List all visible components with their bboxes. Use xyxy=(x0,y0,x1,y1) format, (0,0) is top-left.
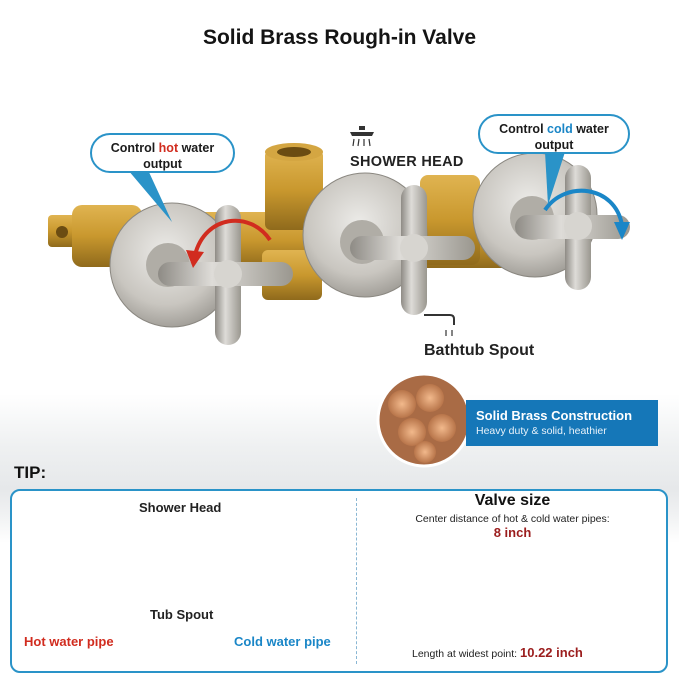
callout-cold-text-post: water xyxy=(572,122,609,136)
tip-divider xyxy=(356,498,358,664)
widest-length-value: 10.22 inch xyxy=(520,645,583,660)
page-title: Solid Brass Rough-in Valve xyxy=(202,26,477,49)
callout-hot-text-post: water xyxy=(178,141,215,155)
callout-cold-text-pre: Control xyxy=(499,122,548,136)
callout-hot-line2: output xyxy=(143,157,182,171)
callout-cold-highlight: cold xyxy=(547,122,573,136)
brass-construction-banner: Solid Brass Construction Heavy duty & so… xyxy=(466,400,658,446)
valve-size-title: Valve size xyxy=(474,492,551,509)
center-distance-value: 8 inch xyxy=(493,525,532,540)
rotate-arrow-hot-icon xyxy=(186,218,272,268)
cold-water-pipe-label: Cold water pipe xyxy=(234,634,331,649)
brass-badge-subtitle: Heavy duty & solid, heathier xyxy=(476,425,607,437)
diagram-tub-spout-label: Tub Spout xyxy=(150,607,214,622)
widest-length: Length at widest point: 10.22 inch xyxy=(412,645,583,660)
cross-handle-right xyxy=(515,165,630,290)
callout-hot-highlight: hot xyxy=(158,141,179,155)
tip-box xyxy=(10,489,668,673)
callout-hot-text-pre: Control xyxy=(110,141,159,155)
shower-head-label: SHOWER HEAD xyxy=(350,154,464,170)
widest-length-label: Length at widest point: xyxy=(412,648,518,660)
callout-cold-line2: output xyxy=(534,138,574,152)
rotate-arrow-cold-icon xyxy=(543,188,630,240)
bathtub-spout-label: Bathtub Spout xyxy=(424,342,535,359)
callout-cold-water: Control cold water output xyxy=(478,114,630,154)
cross-handle-middle xyxy=(350,185,475,315)
callout-hot-pointer xyxy=(128,170,172,222)
bathtub-spout-icon xyxy=(424,314,455,336)
tip-label: TIP: xyxy=(14,463,47,482)
valve-size-subtitle: Center distance of hot & cold water pipe… xyxy=(415,513,610,525)
callout-cold-pointer xyxy=(545,152,565,205)
callout-hot-water: Control hot water output xyxy=(90,133,235,173)
brass-badge-title: Solid Brass Construction xyxy=(476,408,633,423)
cross-handle-left xyxy=(158,205,293,345)
diagram-shower-head-label: Shower Head xyxy=(139,500,222,515)
hot-water-pipe-label: Hot water pipe xyxy=(24,634,114,649)
brass-rods-photo xyxy=(376,372,472,468)
shower-head-icon xyxy=(350,126,374,147)
